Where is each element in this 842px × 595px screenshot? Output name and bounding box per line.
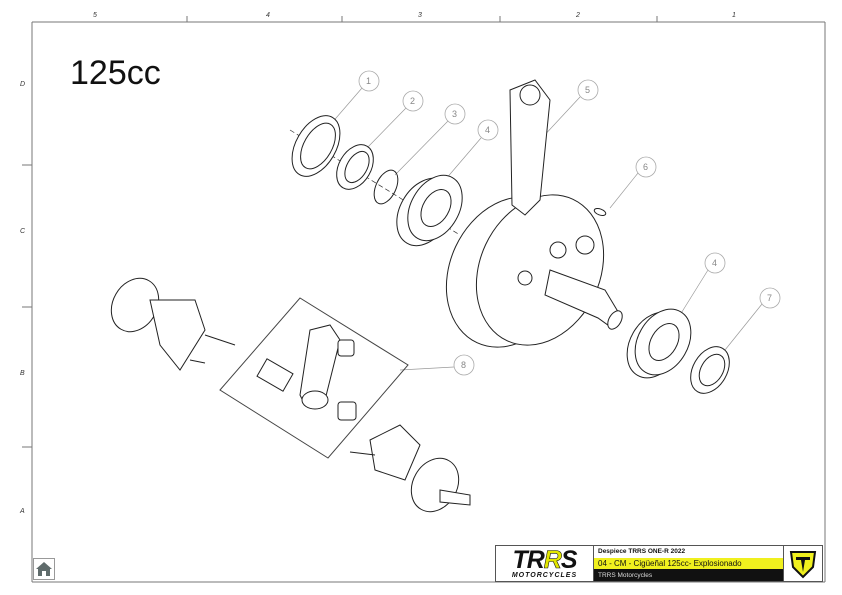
balloon-2: 2 — [410, 96, 416, 106]
title-block: TRRS MOTORCYCLES Despiece TRRS ONE-R 202… — [495, 545, 823, 582]
column-label: 2 — [576, 12, 580, 19]
row-label: D — [20, 81, 26, 88]
column-label: 1 — [732, 12, 736, 19]
part-crankshaft-5 — [445, 79, 623, 348]
part-seal-1 — [291, 115, 341, 177]
row-label: C — [20, 228, 26, 235]
part-seal-2 — [336, 144, 374, 190]
part-title: 04 - CM - Cigüeñal 125cc- Explosionado — [594, 557, 783, 570]
document-name: Despiece TRRS ONE-R 2022 — [594, 546, 783, 558]
part-oring-3 — [373, 169, 399, 205]
part-bearing-4-right — [626, 308, 692, 379]
home-icon — [36, 562, 52, 576]
balloon-8: 8 — [461, 360, 467, 370]
balloon-3: 3 — [452, 109, 458, 119]
company-name: TRRS Motorcycles — [594, 569, 783, 582]
part-key-6 — [593, 208, 607, 216]
drawing-title: 125cc — [70, 54, 161, 92]
trrs-logo: TRRS MOTORCYCLES — [496, 546, 594, 581]
balloon-4-right: 4 — [712, 258, 718, 268]
balloon-5: 5 — [585, 85, 591, 95]
balloon-1: 1 — [366, 76, 372, 86]
balloon-7: 7 — [767, 293, 773, 303]
column-label: 5 — [93, 12, 97, 19]
column-label: 3 — [418, 12, 422, 19]
part-kit-box-8 — [219, 297, 409, 459]
logo-main: TRRS — [512, 546, 577, 574]
part-bearing-4 — [396, 174, 463, 247]
row-label: B — [20, 370, 25, 377]
home-button[interactable] — [33, 558, 55, 580]
balloon-4: 4 — [485, 125, 491, 135]
column-label: 4 — [266, 12, 270, 19]
logo-sub: MOTORCYCLES — [511, 572, 578, 579]
part-kit-8 — [110, 277, 471, 513]
balloon-6: 6 — [643, 162, 649, 172]
part-seal-7 — [690, 346, 730, 394]
trrs-shield-logo — [783, 546, 822, 581]
row-label: A — [20, 508, 25, 515]
